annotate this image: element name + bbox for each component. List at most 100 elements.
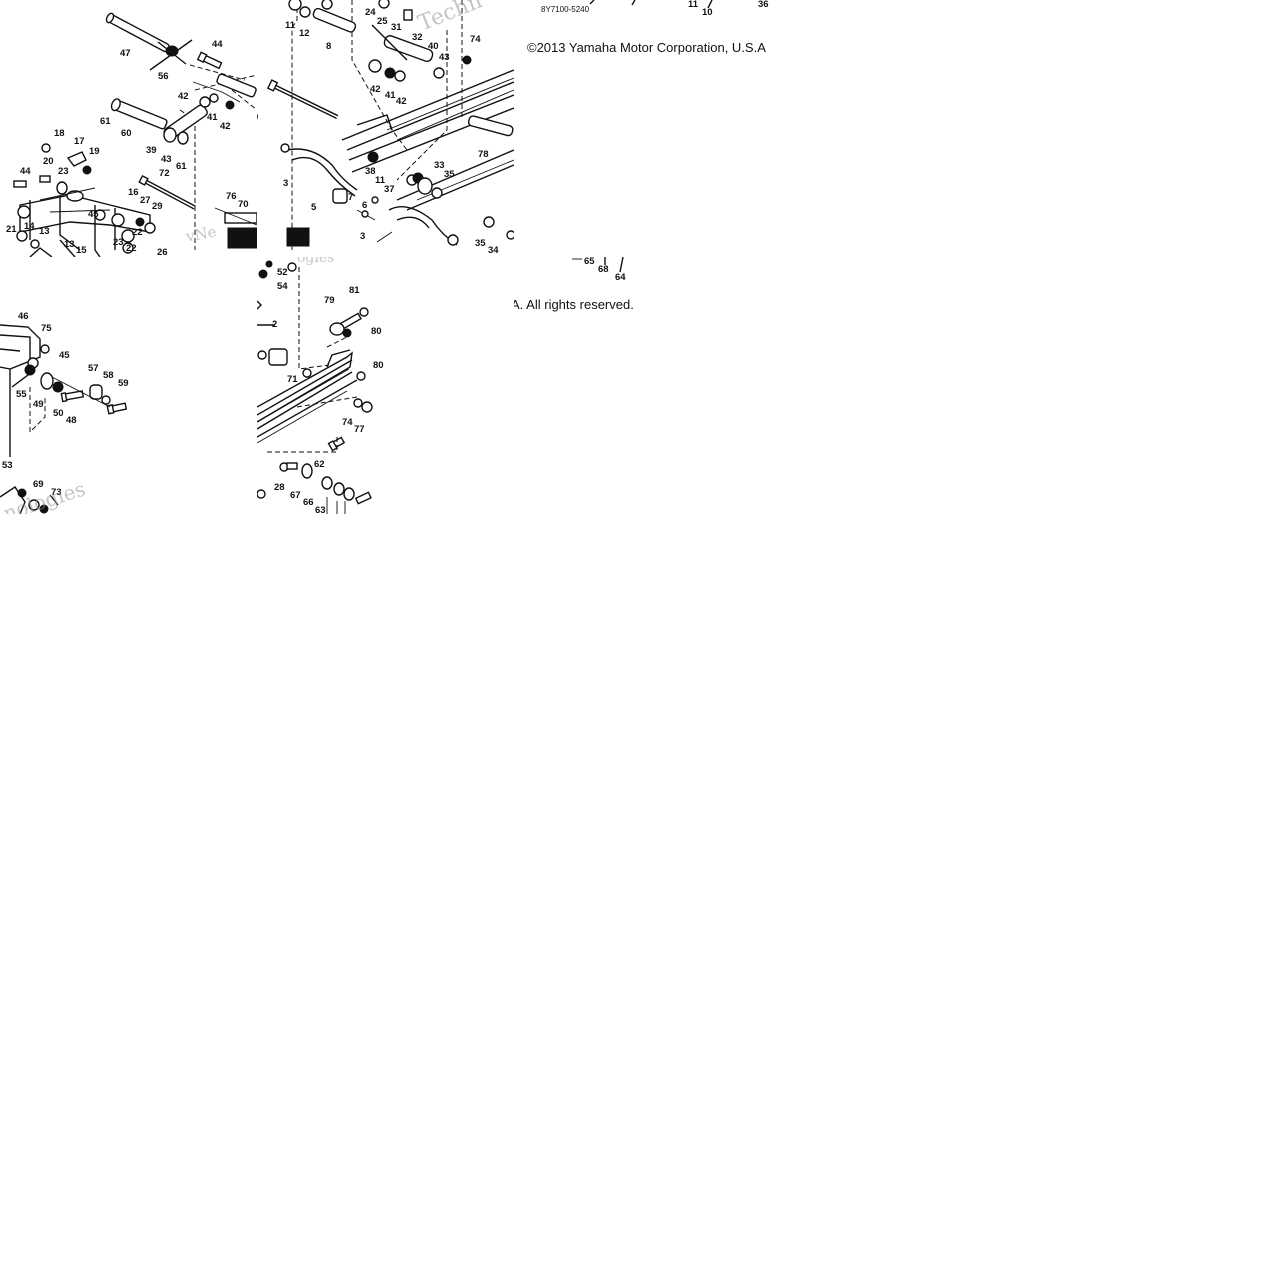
callout-label: 25 (377, 16, 388, 27)
callout-label: 39 (146, 145, 157, 156)
diagram-tile-bottom-left: 46 75 45 57 58 59 55 49 50 48 53 69 73 n… (0, 257, 257, 514)
callout-label: 34 (488, 245, 499, 256)
callout-label: 19 (89, 146, 100, 157)
parts-drawing-top-middle (266, 0, 514, 250)
callout-label: 42 (370, 84, 381, 95)
callout-label: 11 (285, 20, 296, 31)
callout-label: 38 (365, 166, 376, 177)
parts-drawing-bottom-right (572, 257, 624, 273)
callout-label: 9 (257, 113, 258, 123)
callout-label: 41 (385, 90, 396, 101)
callout-label: 66 (303, 497, 314, 508)
callout-label: 55 (16, 389, 27, 400)
callout-label: 73 (51, 487, 62, 498)
callout-label: 50 (53, 408, 64, 419)
callout-label: 27 (140, 195, 151, 206)
diagram-tile-top-right: 8Y7100-5240 36 11 10 ©2013 Yamaha Motor … (514, 0, 771, 257)
diagram-tile-top-left: 47 56 44 42 41 42 61 60 39 43 61 18 17 1… (0, 0, 257, 257)
callout-label: 48 (66, 415, 77, 426)
callout-label: 37 (384, 184, 395, 195)
callout-label: 18 (54, 128, 65, 139)
callout-label: 61 (100, 116, 111, 127)
callout-label: 72 (159, 168, 170, 179)
callout-label: 32 (412, 32, 423, 43)
parts-drawing-bottom-left (0, 324, 128, 514)
part-number-code: 8Y7100-5240 (541, 5, 590, 14)
callout-label: 52 (277, 267, 288, 278)
callout-label: 42 (396, 96, 407, 107)
callout-label: 42 (178, 91, 189, 102)
callout-label: 13 (64, 239, 75, 250)
callout-label: 81 (349, 285, 360, 296)
callout-label: 44 (20, 166, 31, 177)
callout-label: 20 (43, 156, 54, 167)
callout-label: 60 (121, 128, 132, 139)
callout-label: 61 (176, 161, 187, 172)
callout-label: 10 (702, 7, 713, 18)
callout-label: 45 (59, 350, 70, 361)
callout-label: 77 (354, 424, 365, 435)
callout-label: 12 (299, 28, 310, 39)
callout-label: 28 (274, 482, 285, 493)
callout-label: 11 (688, 0, 699, 10)
callout-label: 40 (428, 41, 439, 52)
callout-label: 78 (478, 149, 489, 160)
parts-drawing-bottom-middle (257, 260, 373, 514)
callout-label: 5 (311, 202, 317, 213)
callout-label: 15 (76, 245, 87, 256)
callout-label: 74 (470, 34, 481, 45)
callout-label: 75 (41, 323, 52, 334)
callout-label: 41 (207, 112, 218, 123)
callout-label: 67 (290, 490, 301, 501)
callout-label: 69 (33, 479, 44, 490)
callout-label: 23 (113, 237, 124, 248)
copyright-text: A. All rights reserved. (514, 297, 634, 312)
callout-label: 80 (371, 326, 382, 337)
callout-label: 22 (126, 243, 137, 254)
callout-label: 56 (158, 71, 169, 82)
callout-label: 21 (6, 224, 17, 235)
callout-label: 31 (391, 22, 402, 33)
parts-drawing-top-left (13, 12, 257, 257)
callout-label: 57 (88, 363, 99, 374)
callout-label: 14 (24, 221, 35, 232)
callout-label: 44 (212, 39, 223, 50)
diagram-tile-bottom-right: 65 68 64 A. All rights reserved. (514, 257, 771, 514)
callout-label: 46 (18, 311, 29, 322)
callout-label: 13 (39, 226, 50, 237)
diagram-tile-bottom-middle: 52 54 79 81 80 2 80 71 74 77 62 28 67 66… (257, 257, 514, 514)
callout-label: 33 (434, 160, 445, 171)
callout-label: 16 (128, 187, 139, 198)
callout-label: 79 (324, 295, 335, 306)
callout-label: 23 (58, 166, 69, 177)
callout-label: 7 (348, 192, 354, 203)
callout-label: 26 (157, 247, 168, 257)
callout-label: 3 (360, 231, 366, 242)
callout-label: 65 (584, 257, 595, 267)
callout-label: 64 (615, 272, 626, 283)
callout-label: 11 (375, 175, 386, 186)
callout-label: 43 (439, 52, 450, 63)
callout-label: 47 (120, 48, 131, 59)
callout-label: 63 (315, 505, 326, 514)
callout-label: 45 (88, 209, 99, 220)
callout-label: 24 (365, 7, 376, 18)
callout-label: 35 (475, 238, 486, 249)
callout-label: 71 (287, 374, 298, 385)
callout-label: 49 (33, 399, 44, 410)
callout-label: 3 (283, 178, 289, 189)
callout-label: 17 (74, 136, 85, 147)
callout-label: 43 (161, 154, 172, 165)
callout-label: 36 (758, 0, 769, 10)
callout-label: 22 (132, 227, 143, 238)
callout-label: 29 (152, 201, 163, 212)
diagram-tile-top-middle: 11 12 24 25 31 8 32 40 43 74 42 41 42 9 … (257, 0, 514, 257)
callout-label: 54 (277, 281, 288, 292)
callout-label: 76 (226, 191, 237, 202)
callout-label: 42 (220, 121, 231, 132)
callout-label: 68 (598, 264, 609, 275)
callout-label: 80 (373, 360, 384, 371)
callout-label: 53 (2, 460, 13, 471)
copyright-text: ©2013 Yamaha Motor Corporation, U.S.A (527, 40, 766, 55)
callout-label: 70 (238, 199, 249, 210)
